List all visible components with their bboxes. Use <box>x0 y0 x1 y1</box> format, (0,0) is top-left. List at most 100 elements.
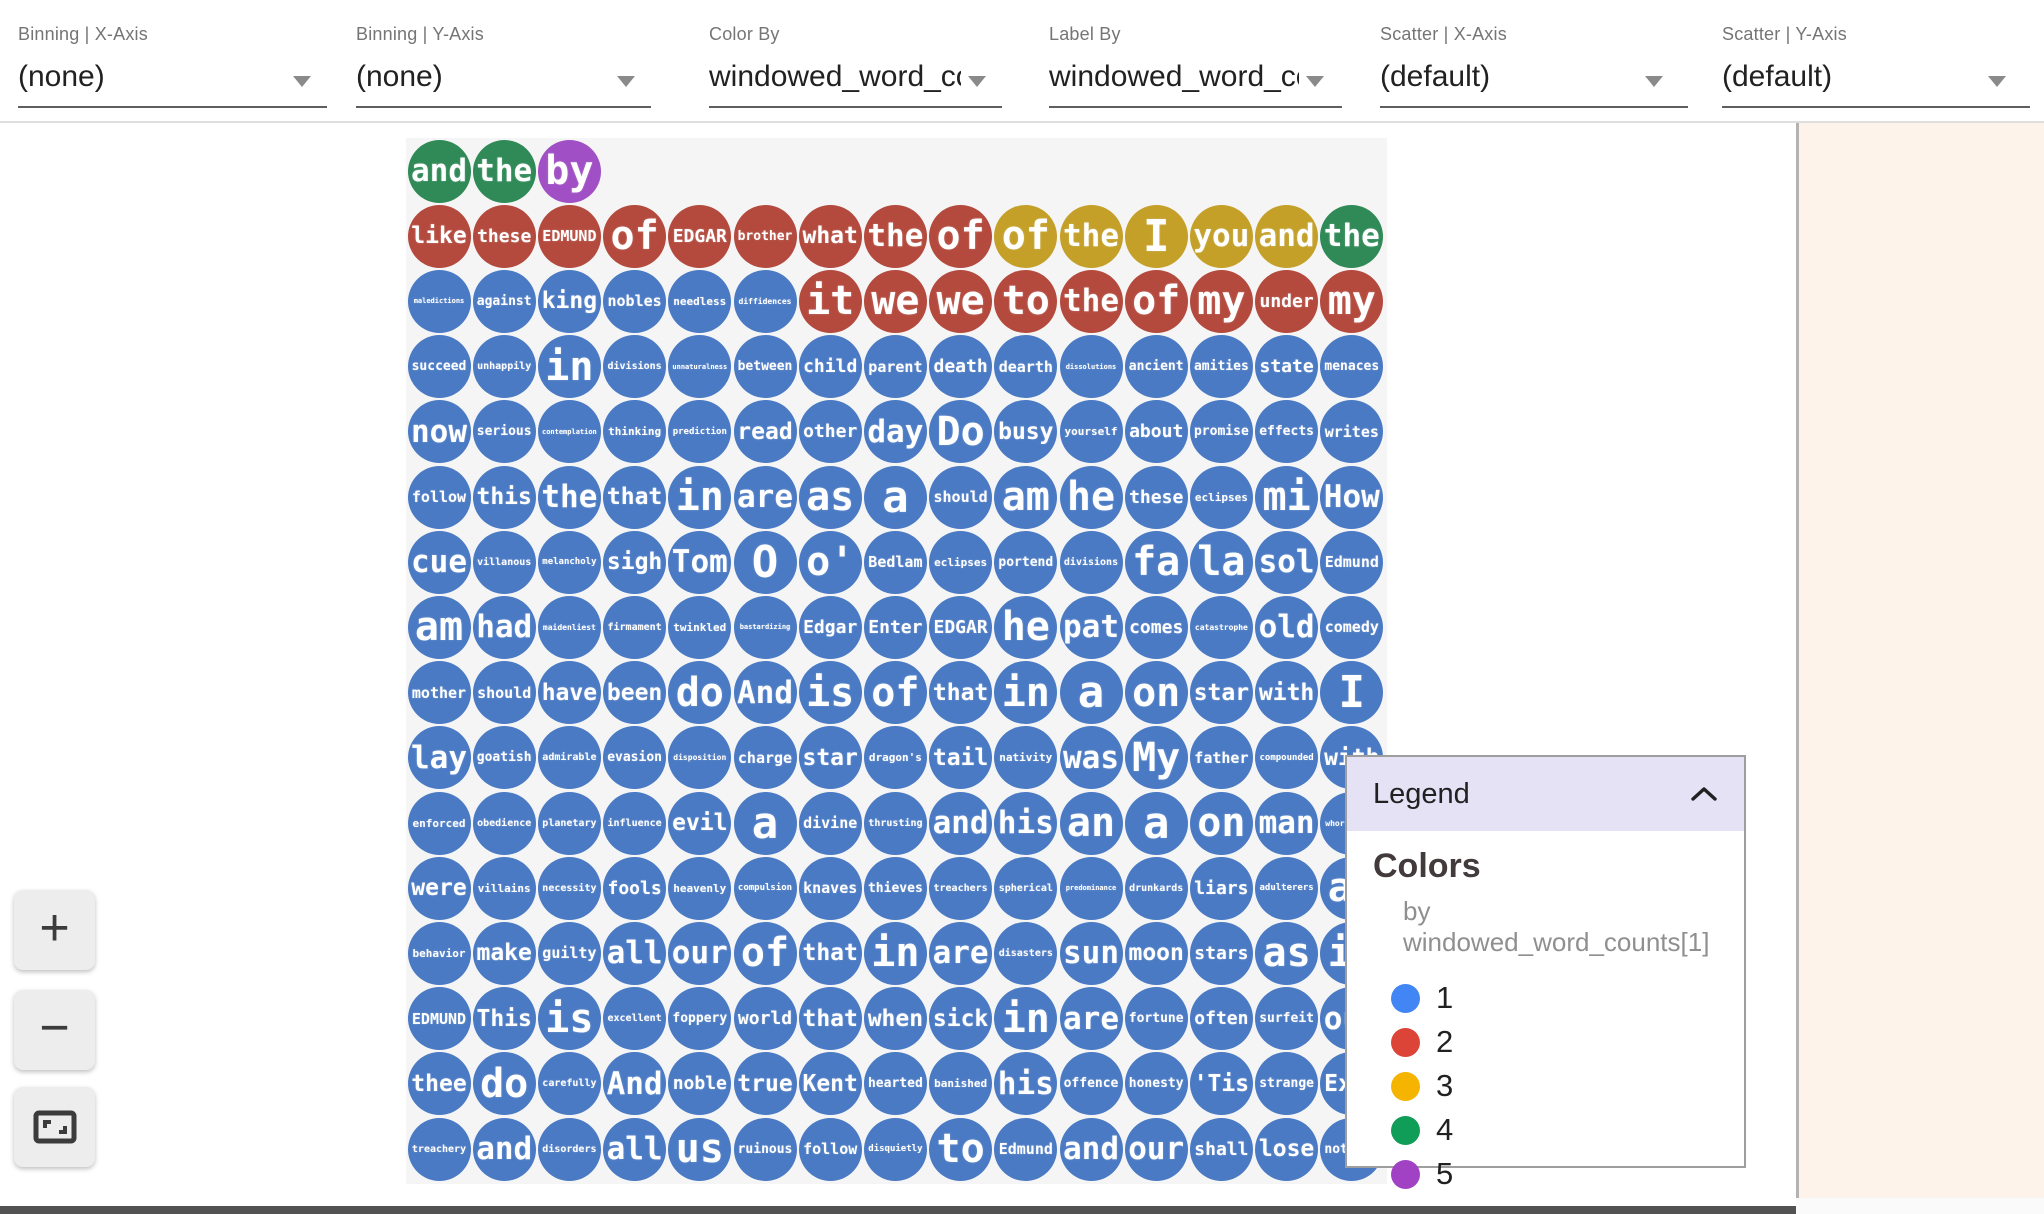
word-bubble[interactable]: liars <box>1189 856 1253 920</box>
word-bubble[interactable]: spherical <box>994 856 1058 920</box>
word-bubble[interactable]: make <box>472 921 536 985</box>
word-bubble[interactable]: when <box>863 987 927 1051</box>
word-bubble[interactable]: nobles <box>603 269 667 333</box>
word-bubble[interactable]: EDMUND <box>407 987 471 1051</box>
word-bubble[interactable]: old <box>1255 595 1319 659</box>
word-bubble[interactable]: prediction <box>668 400 732 464</box>
word-bubble[interactable]: of <box>863 661 927 725</box>
word-bubble[interactable]: in <box>668 465 732 529</box>
word-bubble[interactable]: surfeit <box>1255 987 1319 1051</box>
word-bubble[interactable]: a <box>863 465 927 529</box>
word-bubble[interactable]: his <box>994 791 1058 855</box>
chevron-up-icon[interactable] <box>1690 786 1718 802</box>
word-bubble[interactable]: maidenliest <box>537 595 601 659</box>
fit-to-screen-button[interactable] <box>14 1087 95 1167</box>
word-bubble[interactable]: stars <box>1189 921 1253 985</box>
zoom-out-button[interactable]: − <box>14 990 95 1070</box>
word-bubble[interactable]: a <box>733 791 797 855</box>
word-bubble[interactable]: between <box>733 335 797 399</box>
word-bubble[interactable]: often <box>1189 987 1253 1051</box>
word-bubble[interactable]: brother <box>733 204 797 268</box>
word-bubble[interactable]: death <box>929 335 993 399</box>
word-bubble[interactable]: fools <box>603 856 667 920</box>
word-bubble[interactable]: were <box>407 856 471 920</box>
word-bubble[interactable]: he <box>994 595 1058 659</box>
word-bubble[interactable]: unhappily <box>472 335 536 399</box>
word-bubble[interactable]: us <box>668 1117 732 1181</box>
word-bubble[interactable]: follow <box>798 1117 862 1181</box>
word-bubble[interactable]: of <box>603 204 667 268</box>
word-bubble[interactable]: necessity <box>537 856 601 920</box>
word-bubble[interactable]: that <box>798 921 862 985</box>
word-bubble[interactable]: disasters <box>994 921 1058 985</box>
word-bubble[interactable]: about <box>1124 400 1188 464</box>
word-bubble[interactable]: against <box>472 269 536 333</box>
word-bubble[interactable]: Enter <box>863 595 927 659</box>
word-bubble[interactable]: amities <box>1189 335 1253 399</box>
word-bubble[interactable]: day <box>863 400 927 464</box>
word-bubble[interactable]: is <box>537 987 601 1051</box>
word-bubble[interactable]: banished <box>929 1052 993 1116</box>
word-bubble[interactable]: ancient <box>1124 335 1188 399</box>
word-bubble[interactable]: heavenly <box>668 856 732 920</box>
word-bubble[interactable]: My <box>1124 726 1188 790</box>
word-bubble[interactable]: lay <box>407 726 471 790</box>
word-bubble[interactable]: dissolutions <box>1059 335 1123 399</box>
word-bubble[interactable]: eclipses <box>1189 465 1253 529</box>
word-bubble[interactable]: am <box>407 595 471 659</box>
word-bubble[interactable]: the <box>1320 204 1384 268</box>
word-bubble[interactable]: are <box>733 465 797 529</box>
word-bubble[interactable]: mi <box>1255 465 1319 529</box>
word-bubble[interactable]: this <box>472 465 536 529</box>
word-bubble[interactable]: the <box>1059 204 1123 268</box>
word-bubble[interactable]: unnaturalness <box>668 335 732 399</box>
word-bubble[interactable]: on <box>1124 661 1188 725</box>
word-bubble[interactable]: maledictions <box>407 269 471 333</box>
word-bubble[interactable]: diffidences <box>733 269 797 333</box>
word-bubble[interactable]: lose <box>1255 1117 1319 1181</box>
word-bubble[interactable]: are <box>1059 987 1123 1051</box>
word-bubble[interactable]: these <box>1124 465 1188 529</box>
word-bubble[interactable]: Do <box>929 400 993 464</box>
label-by-dropdown[interactable]: Label By windowed_word_counts[1] <box>1049 24 1342 108</box>
word-bubble[interactable]: offence <box>1059 1052 1123 1116</box>
word-bubble[interactable]: twinkled <box>668 595 732 659</box>
word-bubble[interactable]: father <box>1189 726 1253 790</box>
word-bubble[interactable]: to <box>929 1117 993 1181</box>
word-bubble[interactable]: compounded <box>1255 726 1319 790</box>
word-bubble[interactable]: evil <box>668 791 732 855</box>
word-bubble[interactable]: treachers <box>929 856 993 920</box>
word-bubble[interactable]: we <box>863 269 927 333</box>
word-bubble[interactable]: drunkards <box>1124 856 1188 920</box>
word-bubble[interactable]: menaces <box>1320 335 1384 399</box>
word-bubble[interactable]: portend <box>994 530 1058 594</box>
word-bubble[interactable]: that <box>929 661 993 725</box>
word-bubble[interactable]: other <box>798 400 862 464</box>
word-bubble[interactable]: How <box>1320 465 1384 529</box>
word-bubble[interactable]: is <box>798 661 862 725</box>
word-bubble[interactable]: compulsion <box>733 856 797 920</box>
word-bubble[interactable]: divine <box>798 791 862 855</box>
word-bubble[interactable]: and <box>1059 1117 1123 1181</box>
scatter-y-axis-dropdown[interactable]: Scatter | Y-Axis (default) <box>1722 24 2030 108</box>
word-bubble[interactable]: mother <box>407 661 471 725</box>
word-bubble[interactable]: ruinous <box>733 1117 797 1181</box>
word-bubble[interactable]: Kent <box>798 1052 862 1116</box>
word-bubble[interactable]: an <box>1059 791 1123 855</box>
word-bubble[interactable]: thinking <box>603 400 667 464</box>
word-bubble[interactable]: planetary <box>537 791 601 855</box>
word-bubble[interactable]: admirable <box>537 726 601 790</box>
word-bubble[interactable]: knaves <box>798 856 862 920</box>
word-bubble[interactable]: fortune <box>1124 987 1188 1051</box>
word-bubble[interactable]: state <box>1255 335 1319 399</box>
word-bubble[interactable]: foppery <box>668 987 732 1051</box>
word-bubble[interactable]: EDGAR <box>668 204 732 268</box>
word-bubble[interactable]: Tom <box>668 530 732 594</box>
horizontal-scrollbar[interactable] <box>0 1206 1796 1214</box>
word-bubble[interactable]: and <box>1255 204 1319 268</box>
word-bubble[interactable]: influence <box>603 791 667 855</box>
word-bubble[interactable]: king <box>537 269 601 333</box>
word-bubble[interactable]: have <box>537 661 601 725</box>
word-bubble[interactable]: sick <box>929 987 993 1051</box>
word-bubble[interactable]: should <box>472 661 536 725</box>
